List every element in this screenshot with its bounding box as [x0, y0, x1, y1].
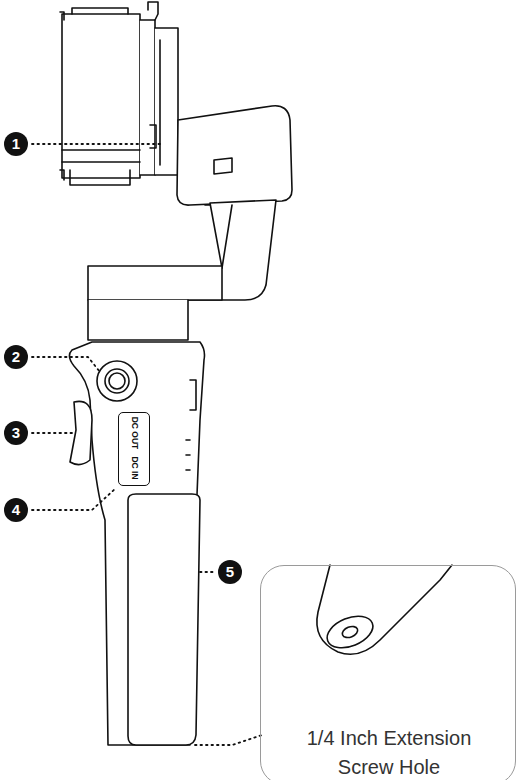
- handle: [69, 300, 204, 745]
- tilt-motor: [177, 106, 292, 205]
- callout-number: 2: [4, 345, 28, 369]
- callout-text: 1/4 Inch Extension Screw Hole: [291, 724, 487, 780]
- gimbal-arm: [88, 200, 276, 300]
- callout-number: 4: [4, 498, 28, 522]
- leader-line: [32, 144, 262, 745]
- port-panel: DC OUT DC IN: [118, 412, 150, 486]
- screw-hole-detail: [317, 565, 452, 654]
- port-label: DC IN: [131, 456, 140, 479]
- callout-number: 1: [4, 132, 28, 156]
- callout-number: 5: [218, 560, 242, 584]
- phone-clamp: [60, 2, 178, 185]
- port-label: DC OUT: [131, 417, 140, 450]
- inset-callout-box: 1/4 Inch Extension Screw Hole: [260, 565, 516, 780]
- callout-number: 3: [4, 421, 28, 445]
